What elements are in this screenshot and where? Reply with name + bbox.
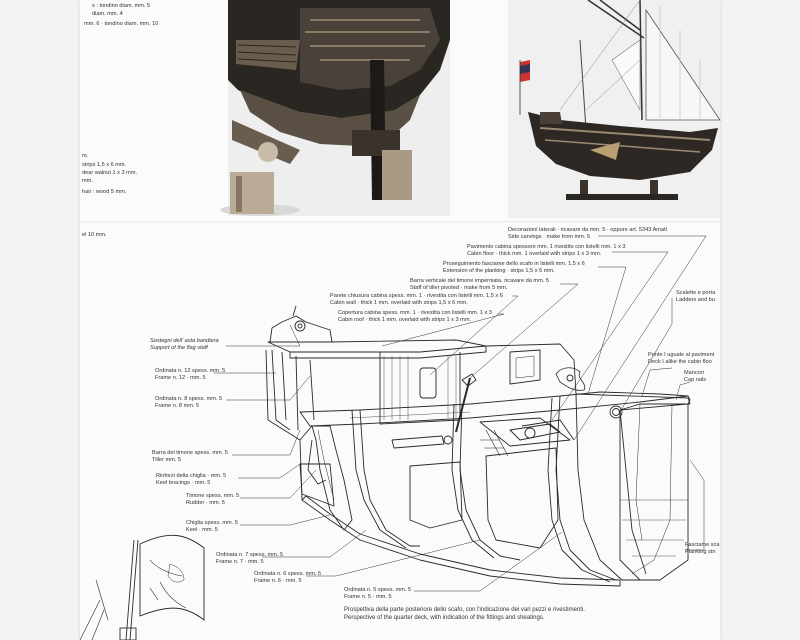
page-fold — [80, 221, 720, 223]
label-cabin-roof-it: Copertura cabina spess. mm. 1 · rivestit… — [338, 310, 492, 316]
label-frame6-en: Frame n. 6 · mm. 5 — [254, 578, 302, 584]
label-deck-it: Ponte I uguale al paviment — [648, 352, 715, 358]
label-frame5-en: Frame n. 5 · mm. 5 — [344, 594, 392, 600]
ship-photo — [508, 0, 721, 218]
label-cabin-wall-it: Parete chiusura cabina spess. mm. 1 · ri… — [330, 293, 503, 299]
caption-it: Prospettiva della parte posteriore dello… — [344, 607, 585, 613]
left-note-4: mm. — [82, 178, 93, 184]
label-planking-en: Planking stri — [685, 549, 716, 555]
label-cabin-roof-en: Cabin roof · thick 1 mm. overlaid with s… — [338, 317, 472, 323]
label-cabin-floor-en: Cabin floor · thick mm. 1 overlaid with … — [467, 251, 602, 257]
label-ladders-en: Ladders and bu — [676, 297, 715, 303]
label-deck-en: Deck I alike the cabin floo — [648, 359, 712, 365]
flag-staff-support — [269, 315, 333, 343]
label-side-carvings-en: Side carvings · make from mm. 5 — [508, 234, 591, 240]
label-cabin-wall-en: Cabin wall · thick 1 mm. overlaid with s… — [330, 300, 468, 306]
label-tiller-staff-en: Staff of tiller pivoted · make from 5 mm… — [410, 285, 508, 291]
label-frame7-en: Frame n. 7 · mm. 5 — [216, 559, 264, 565]
left-note-3: dear walnut 1 x 3 mm. — [82, 170, 138, 176]
label-side-carvings-it: Decorazioni laterali · ricavare da mm. 5… — [508, 227, 667, 233]
caption-en: Perspective of the quarter deck, with in… — [344, 615, 545, 621]
label-planking-ext-it: Proseguimento fasciame dello scafo in li… — [443, 261, 585, 267]
leader-lines — [214, 235, 707, 592]
label-cabin-floor-it: Pavimento cabina spessore mm. 1 rivestit… — [467, 244, 626, 250]
left-note-6: el 10 mm. — [82, 232, 107, 238]
label-keel-it: Chiglia spess. mm. 5 — [186, 520, 238, 526]
label-frame6-it: Ordinata n. 6 spess. mm. 5 — [254, 571, 322, 577]
label-frame12-en: Frame n. 12 · mm. 5 — [155, 375, 206, 381]
label-frame8-it: Ordinata n. 8 spess. mm. 5 — [155, 396, 223, 402]
label-cap-rails-it: Mancorr — [684, 370, 705, 376]
label-planking-it: Fasciame sca — [685, 542, 720, 548]
label-frame8-en: Frame n. 8 mm. 5 — [155, 403, 200, 409]
label-planking-ext-en: Extension of the planking · strips 1,5 x… — [443, 268, 555, 274]
left-note-5: hair : wood 5 mm. — [82, 189, 127, 195]
top-note-1: s : tondino diam. mm. 5 — [92, 3, 151, 9]
label-rudder-it: Timone spess. mm. 5 — [186, 493, 240, 499]
left-note-1: m. — [82, 153, 89, 159]
label-flag-support-en: Support of the flag staff — [150, 345, 208, 351]
label-flag-support-it: Sostegni dell' asta bandiera — [150, 338, 219, 344]
flag-drawing — [79, 534, 205, 640]
label-cap-rails-en: Cap rails — [684, 377, 707, 383]
label-tiller-it: Barra del timone spess. mm. 5 — [152, 450, 228, 456]
label-tiller-en: Tiller mm. 5 — [152, 457, 182, 463]
label-frame7-it: Ordinata n. 7 spess. mm. 5 — [216, 552, 284, 558]
label-tiller-staff-it: Barra verticale del timone imperniata, r… — [410, 278, 549, 284]
top-note-3: mm. 6 · tondino diam. mm. 10 — [84, 21, 159, 27]
label-frame12-it: Ordinata n. 12 spess. mm. 5 — [155, 368, 226, 374]
label-rudder-en: Rudder · mm. 5 — [186, 500, 225, 506]
label-keel-en: Keel · mm. 5 — [186, 527, 218, 533]
label-keel-bracing-en: Keel bracings · mm. 5 — [156, 480, 211, 486]
left-note-2: strips 1,5 x 6 mm. — [82, 162, 127, 168]
label-frame5-it: Ordinata n. 5 spess. mm. 5 — [344, 587, 412, 593]
stern-photo — [220, 0, 450, 216]
label-keel-bracing-it: Rinforzi della chiglia · mm. 5 — [156, 473, 227, 479]
photos-layer — [220, 0, 721, 218]
label-ladders-it: Scalette e porta — [676, 290, 716, 296]
top-note-2: diam. mm. 4 — [92, 11, 123, 17]
